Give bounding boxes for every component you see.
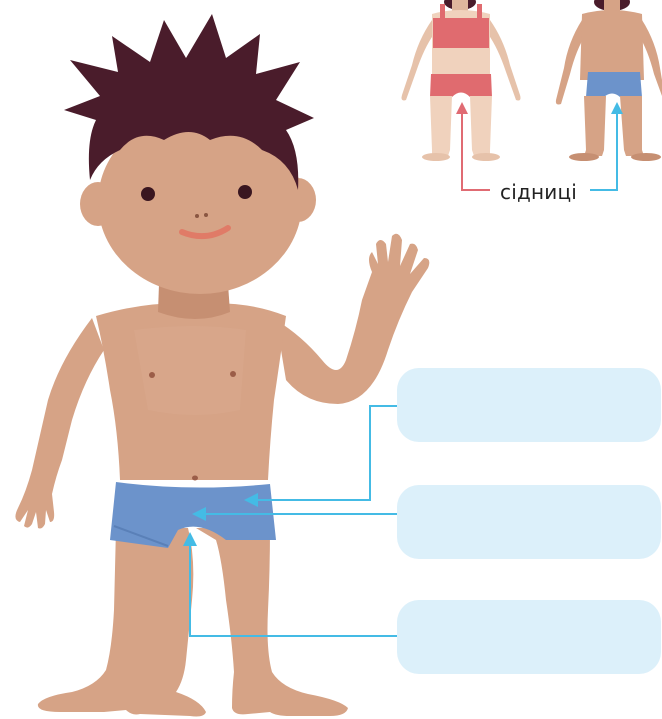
answer-box-3[interactable]: [397, 600, 661, 674]
answer-box-2[interactable]: [397, 485, 661, 559]
answer-box-1[interactable]: [397, 368, 661, 442]
arrow-box3-to-crotch: [183, 532, 397, 636]
buttocks-label: сідниці: [500, 180, 577, 204]
boy-figure-large: [15, 14, 429, 717]
boy-figure-back: [556, 0, 662, 161]
